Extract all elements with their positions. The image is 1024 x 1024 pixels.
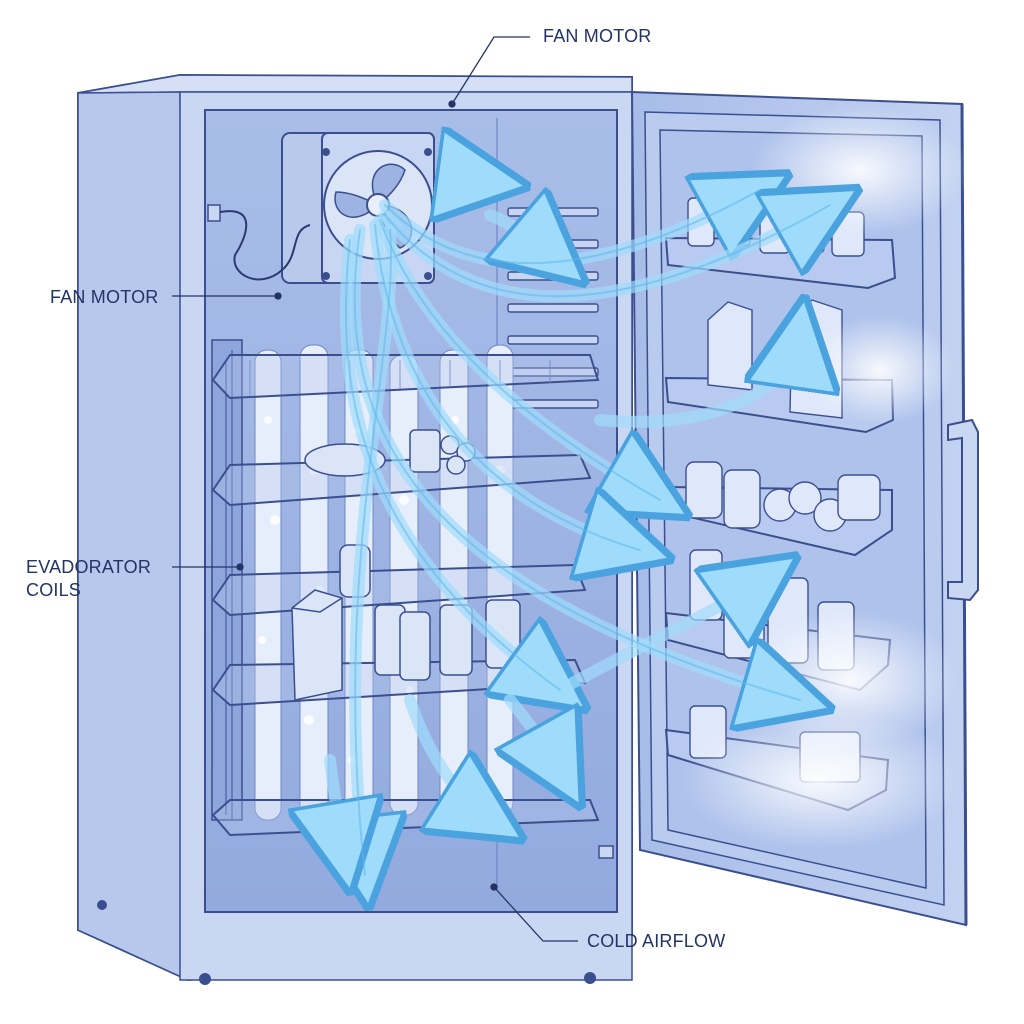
evaporator-label-line2: COILS	[26, 580, 82, 600]
evaporator-coils-label: EVADORATOR COILS	[26, 556, 151, 602]
airflow-arrows	[330, 172, 830, 875]
leader-lines	[172, 36, 578, 942]
leader-line-fan-top	[451, 36, 530, 105]
airflow-arrow-icon	[330, 754, 345, 860]
cold-airflow-label: COLD AIRFLOW	[587, 931, 726, 951]
door-handle[interactable]	[947, 418, 979, 602]
airflow-arrow-icon	[510, 694, 565, 778]
airflow-arrow-icon	[490, 215, 560, 262]
fan-motor-label-left: FAN MOTOR	[50, 287, 159, 307]
evaporator-label-line1: EVADORATOR	[26, 557, 152, 577]
airflow-arrow-icon	[594, 330, 800, 428]
airflow-arrow-icon	[445, 172, 495, 182]
airflow-arrow-icon	[554, 575, 770, 696]
airflow-arrow-icon	[404, 694, 495, 822]
leader-line-cold	[493, 886, 578, 942]
fan-motor-label-top: FAN MOTOR	[543, 26, 652, 46]
